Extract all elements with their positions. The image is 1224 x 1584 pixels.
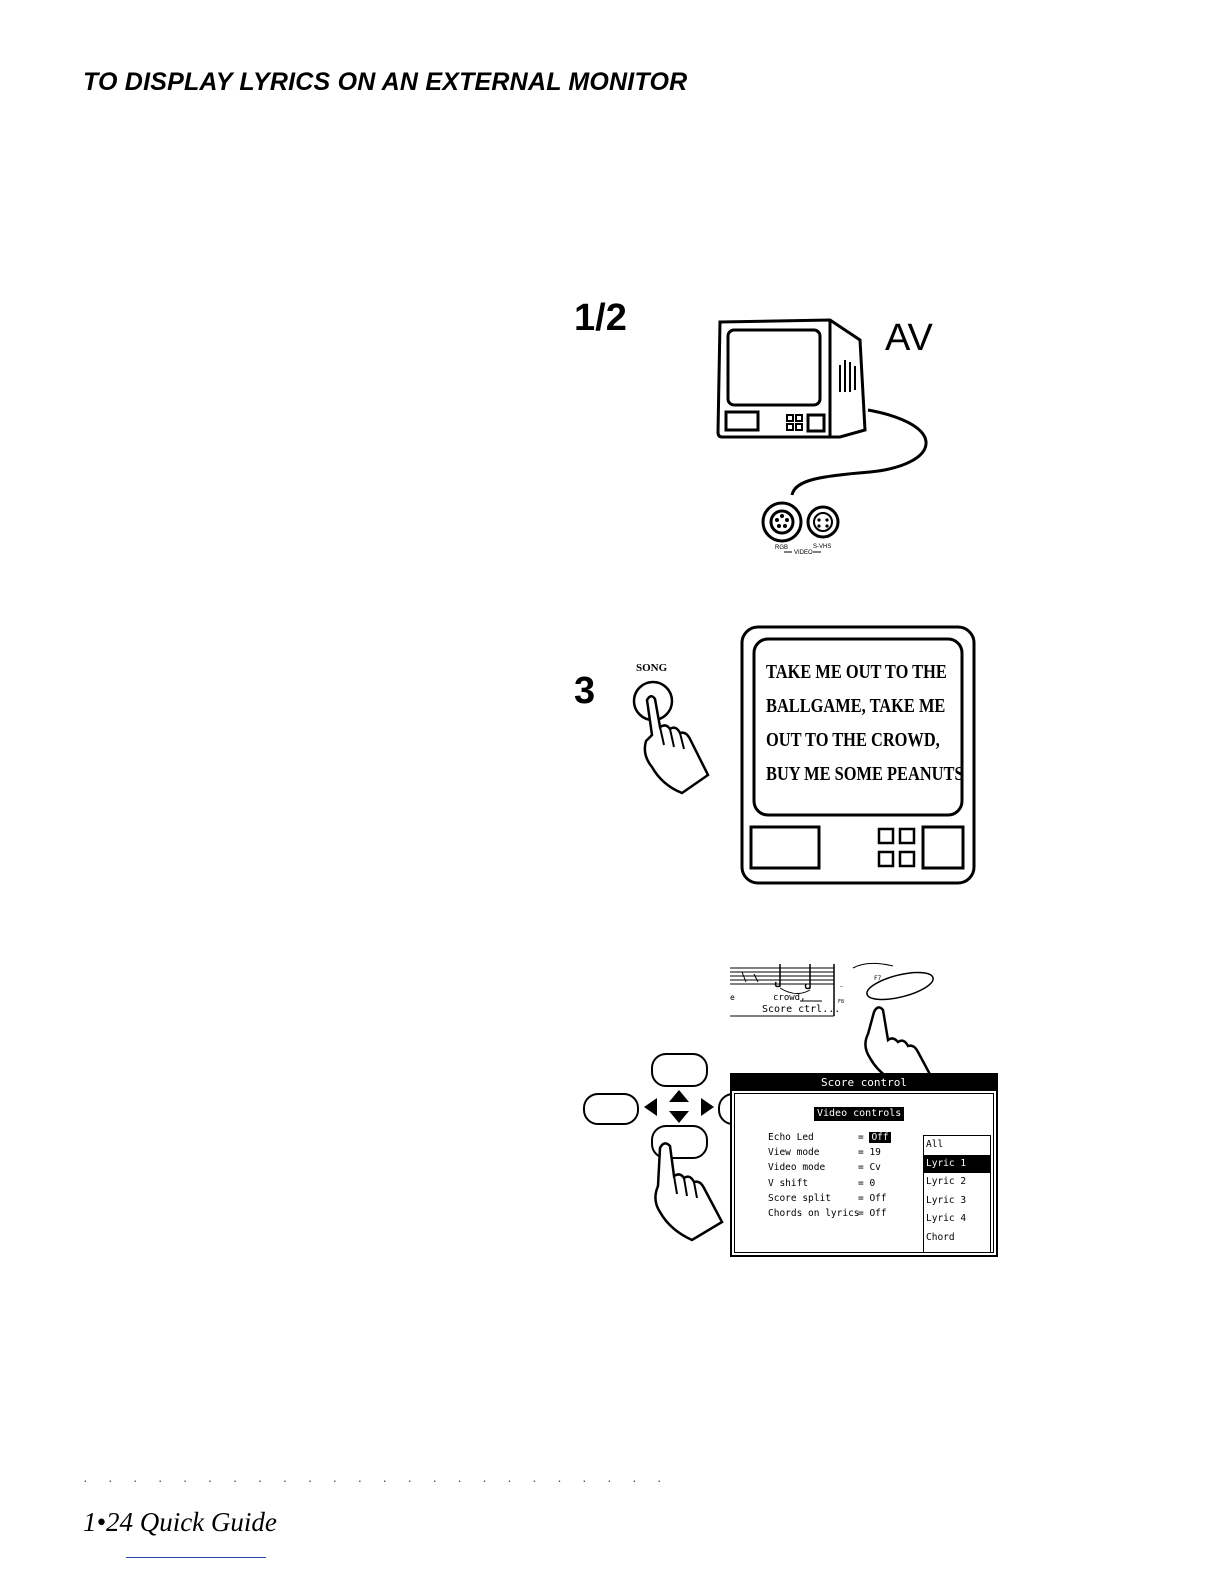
setting-value: Off — [869, 1207, 887, 1219]
option-item[interactable]: Chord — [926, 1231, 955, 1243]
svhs-socket-icon — [806, 505, 840, 539]
lyrics-monitor: TAKE ME OUT TO THE BALLGAME, TAKE ME OUT… — [740, 625, 976, 885]
option-item[interactable]: Lyric 3 — [926, 1194, 967, 1206]
av-label: AV — [885, 317, 934, 359]
score-control-dialog: Score control Video controls Echo Led= O… — [730, 1073, 998, 1257]
song-button-illustration: SONG — [632, 662, 710, 795]
score-e-label: e — [730, 993, 735, 1002]
page-heading: TO DISPLAY LYRICS ON AN EXTERNAL MONITOR — [83, 68, 688, 96]
video-label: VIDEO — [794, 550, 813, 556]
option-item[interactable]: All — [926, 1139, 944, 1150]
lyric-line: BALLGAME, TAKE ME — [766, 695, 946, 717]
score-ctrl-button[interactable]: Score ctrl... — [762, 1004, 840, 1015]
pointing-hand-icon — [654, 1142, 724, 1242]
f7-label: F7 — [874, 975, 882, 982]
step-label-1-2: 1/2 — [574, 297, 627, 339]
rgb-socket-icon — [761, 501, 803, 543]
step-label-3: 3 — [574, 670, 596, 712]
up-arrow-icon — [669, 1090, 689, 1102]
setting-label: Video mode — [768, 1162, 826, 1174]
option-item[interactable]: Lyric 4 — [926, 1213, 967, 1225]
song-button-label: SONG — [636, 662, 668, 674]
setting-label: Score split — [768, 1192, 831, 1204]
pointing-hand-icon — [643, 695, 710, 795]
setting-label: Echo Led — [768, 1132, 814, 1143]
option-dropdown-list: All Lyric 1 Lyric 2 Lyric 3 Lyric 4 Chor… — [923, 1135, 991, 1253]
setting-row[interactable]: Score split= Off — [768, 1192, 887, 1204]
setting-label: Chords on lyrics — [768, 1207, 860, 1219]
setting-value: Off — [869, 1132, 891, 1143]
pointing-hand-icon — [864, 1006, 935, 1088]
dialog-body — [734, 1093, 994, 1253]
setting-row[interactable]: Echo Led= Off — [768, 1132, 891, 1143]
rgb-label: RGB — [775, 545, 788, 551]
lyric-line: BUY ME SOME PEANUTS — [766, 763, 964, 785]
page-footer: 1•24 Quick Guide — [83, 1507, 277, 1537]
setting-row[interactable]: View mode= 19 — [768, 1147, 881, 1159]
f7-marker: – — [840, 984, 844, 990]
footer-rule — [126, 1557, 266, 1558]
up-button[interactable] — [651, 1053, 708, 1087]
setting-row[interactable]: V shift= 0 — [768, 1177, 876, 1189]
option-item[interactable]: Lyric 2 — [926, 1176, 967, 1188]
monitor-connection-illustration: AV RGB S-VHS VIDEO — [716, 317, 934, 556]
down-arrow-icon — [669, 1111, 689, 1123]
left-button[interactable] — [583, 1093, 639, 1125]
lyrics-text: TAKE ME OUT TO THE BALLGAME, TAKE ME OUT… — [766, 655, 964, 791]
setting-value: Cv — [869, 1162, 881, 1174]
right-arrow-icon — [701, 1098, 714, 1116]
setting-row[interactable]: Chords on lyrics= Off — [768, 1207, 887, 1219]
setting-row[interactable]: Video mode= Cv — [768, 1162, 881, 1174]
dialog-title: Score control — [820, 1076, 908, 1089]
score-strip-illustration: e crowd, Score ctrl... – F8 F7 — [730, 962, 935, 1088]
option-item-selected[interactable]: Lyric 1 — [924, 1154, 990, 1174]
setting-label: View mode — [768, 1147, 820, 1159]
setting-value: Off — [869, 1192, 887, 1204]
settings-list: Echo Led= Off View mode= 19 Video mode= … — [768, 1130, 898, 1221]
dialog-title-bar: Score control — [732, 1075, 996, 1091]
left-arrow-icon — [644, 1098, 657, 1116]
lyric-line: TAKE ME OUT TO THE — [766, 661, 947, 683]
setting-value: 19 — [869, 1147, 881, 1159]
f7-button-highlight[interactable] — [864, 967, 935, 1005]
f8-label: F8 — [838, 999, 844, 1005]
footer-dots: · · · · · · · · · · · · · · · · · · · · … — [83, 1472, 670, 1488]
lyric-line: OUT TO THE CROWD, — [766, 729, 940, 751]
score-lyric: crowd, — [773, 993, 806, 1003]
svhs-label: S-VHS — [813, 544, 831, 550]
video-controls-section: Video controls — [814, 1107, 905, 1121]
setting-label: V shift — [768, 1177, 809, 1189]
setting-value: 0 — [869, 1177, 876, 1189]
